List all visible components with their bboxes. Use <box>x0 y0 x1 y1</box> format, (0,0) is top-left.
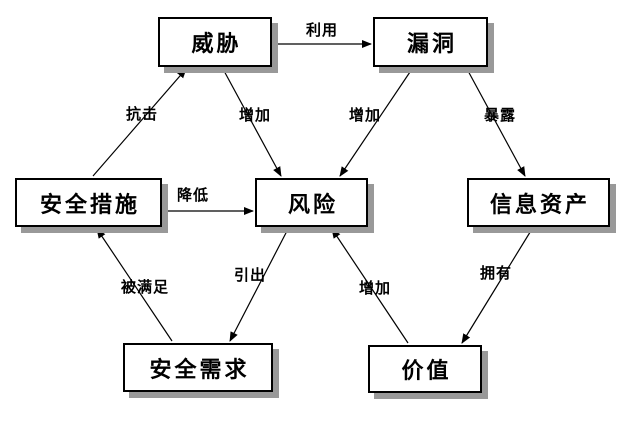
edge-label-increase-threat: 增加 <box>239 107 272 124</box>
edge-expose-line <box>466 68 526 177</box>
edge-resist-line <box>92 68 187 177</box>
edge-label-increase-value: 增加 <box>359 280 392 297</box>
node-information-assets: 信息资产 <box>467 178 610 227</box>
node-value: 价值 <box>368 345 482 393</box>
node-information-assets-label: 信息资产 <box>489 191 590 217</box>
node-safeguards-label: 安全措施 <box>39 191 140 217</box>
edge-label-reduce: 降低 <box>177 187 210 204</box>
node-risk: 风险 <box>255 178 368 227</box>
node-risk-label: 风险 <box>287 191 338 217</box>
node-threat: 威胁 <box>158 17 272 67</box>
node-value-label: 价值 <box>401 358 452 383</box>
node-security-requirements: 安全需求 <box>123 343 273 392</box>
edge-increase-threat-line <box>222 68 282 177</box>
edge-label-increase-vuln: 增加 <box>349 107 382 124</box>
edge-label-leadto: 引出 <box>234 267 267 284</box>
edge-label-exploit: 利用 <box>306 22 339 39</box>
node-safeguards: 安全措施 <box>15 178 162 227</box>
node-vulnerability: 漏洞 <box>373 17 488 67</box>
edge-increase-value-line <box>331 228 409 344</box>
edge-leadto-line <box>229 228 289 342</box>
edge-increase-vuln-line <box>339 68 413 177</box>
node-vulnerability-label: 漏洞 <box>406 31 457 56</box>
edge-label-expose: 暴露 <box>484 107 517 124</box>
edge-satisfied-line <box>96 228 173 342</box>
node-threat-label: 威胁 <box>191 31 242 56</box>
edge-label-possess: 拥有 <box>480 265 513 282</box>
edge-possess-line <box>461 228 533 344</box>
node-security-requirements-label: 安全需求 <box>149 356 250 382</box>
edge-label-resist: 抗击 <box>126 106 159 123</box>
edge-label-satisfied: 被满足 <box>121 279 170 296</box>
